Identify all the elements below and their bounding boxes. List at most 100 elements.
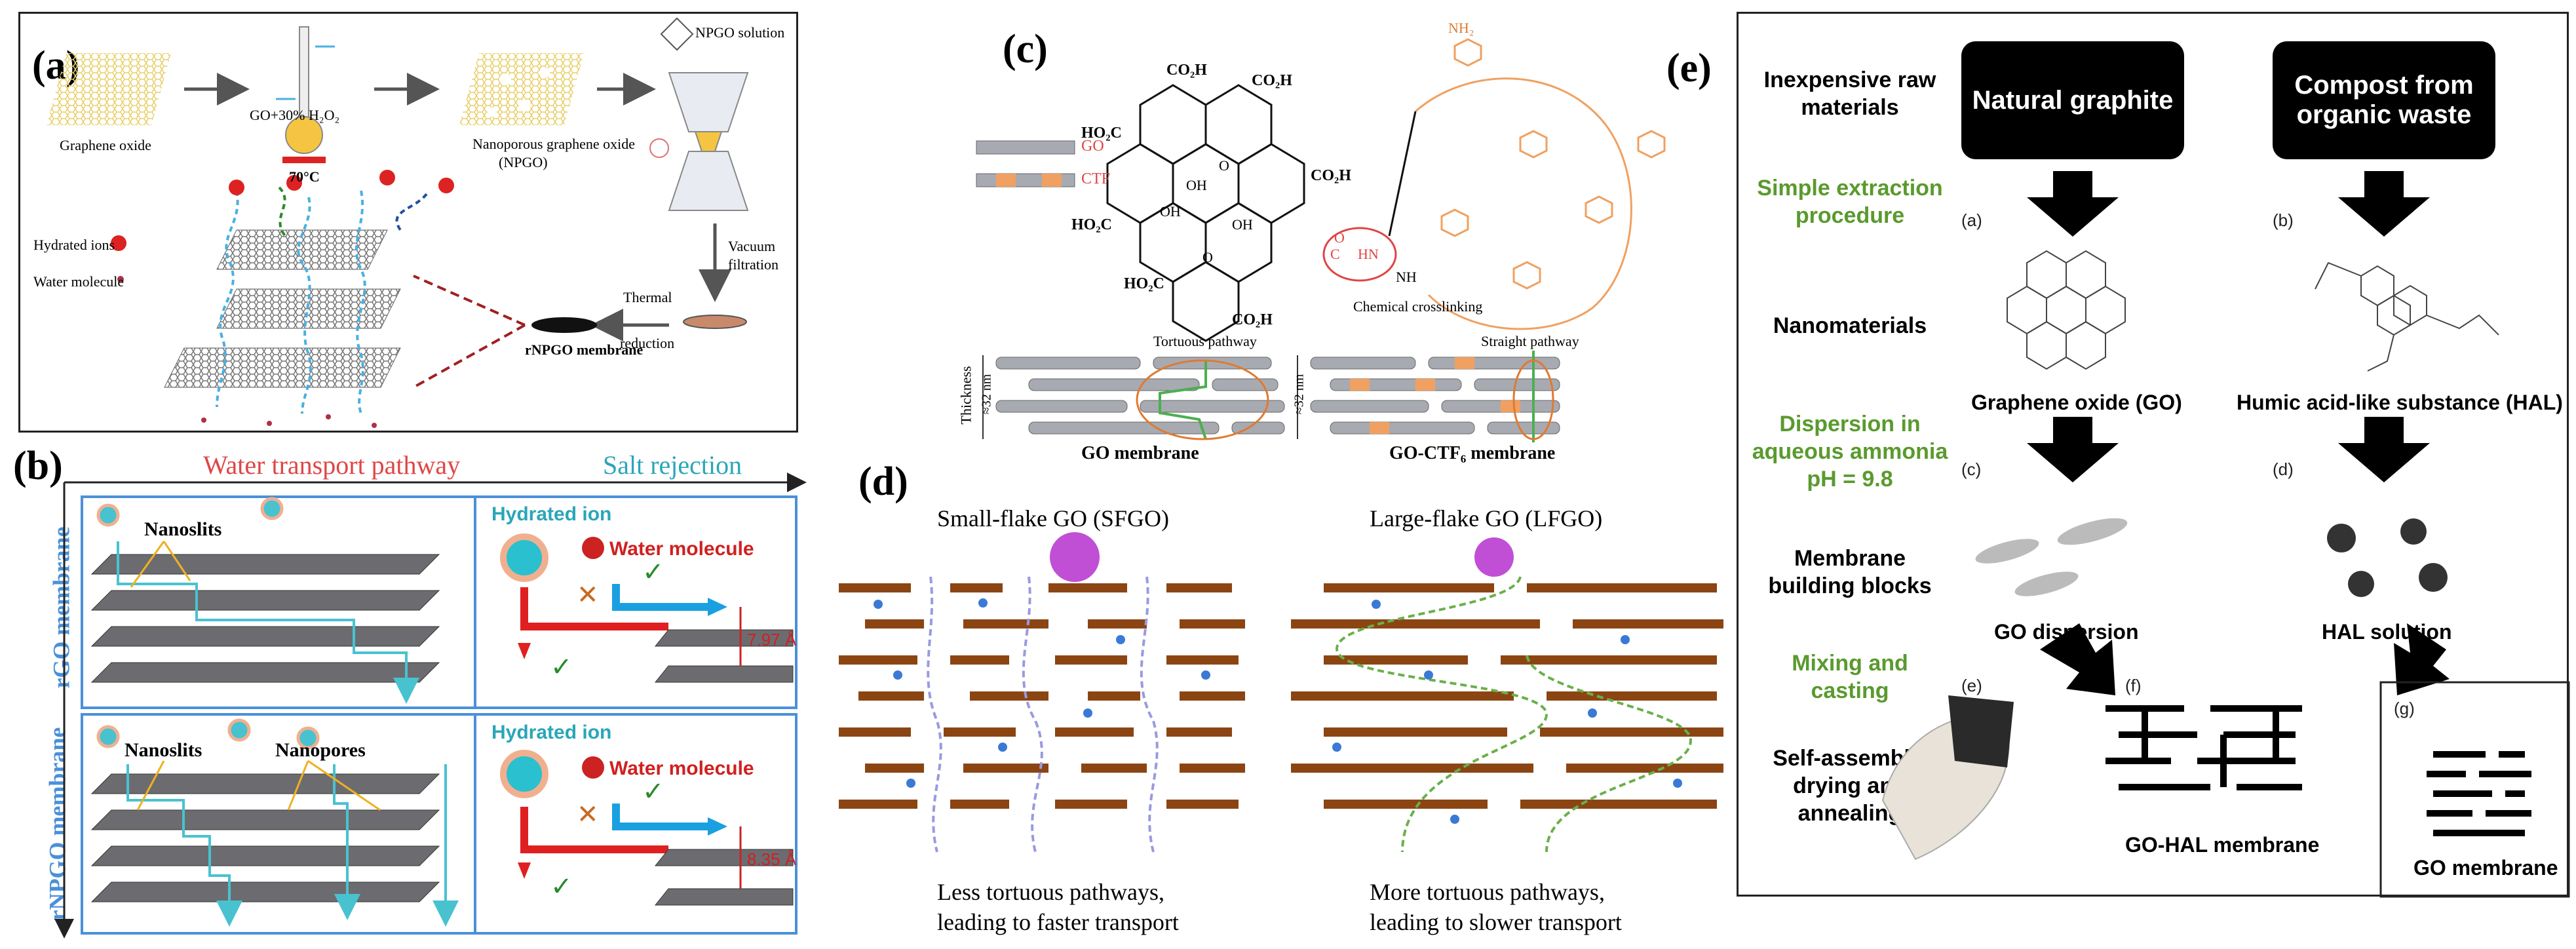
panel-a: (a) xyxy=(18,12,798,433)
hydrated-ion-icon-top xyxy=(500,533,548,582)
ctf-ring xyxy=(1415,38,1666,330)
npgo-solution-label: NPGO solution xyxy=(695,24,785,41)
lfgo-title: Large-flake GO (LFGO) xyxy=(1370,505,1603,532)
legend-ctf: CTF xyxy=(1081,170,1111,187)
sfgo-caption-2: leading to faster transport xyxy=(937,909,1179,935)
go-co2h-right2: CO₂H xyxy=(1311,167,1351,184)
go-membrane-sketch xyxy=(2427,751,2531,836)
panel-d: (d) Small-flake GO (SFGO) Large-flake GO… xyxy=(839,459,1730,944)
water-molecule-icon-top xyxy=(582,537,604,559)
vacuum-label-1: Vacuum xyxy=(728,238,776,254)
sfgo-flakes xyxy=(839,583,1245,809)
water-molecule-bottom-label: Water molecule xyxy=(609,758,754,779)
npgo-label-1: Nanoporous graphene oxide xyxy=(472,136,636,152)
amide-hn: HN xyxy=(1358,246,1379,262)
rnpgo-membrane-disc xyxy=(531,317,597,333)
rnpgo-membrane-label: rNPGO membrane xyxy=(525,341,644,358)
go-membrane-label: GO membrane xyxy=(2413,856,2558,880)
row-extraction: Simple extraction procedure xyxy=(1757,176,1943,228)
panel-b-label: (b) xyxy=(13,444,63,488)
straight-label: Straight pathway xyxy=(1481,333,1579,349)
go-o-2: O xyxy=(1202,249,1213,265)
thickness-label: Thickness xyxy=(957,366,974,425)
go-hal-membrane-sketch xyxy=(2105,705,2302,790)
sub-label-f: (f) xyxy=(2125,676,2142,695)
go-dispersion xyxy=(1975,518,2128,596)
sub-label-b: (b) xyxy=(2273,210,2294,230)
tortuous-label: Tortuous pathway xyxy=(1153,333,1257,349)
compost-box: Compost from organic waste xyxy=(2273,41,2495,159)
row-mixing: Mixing and casting xyxy=(1792,651,1908,703)
go-lattice xyxy=(1106,84,1305,342)
go-ho2c-bottom: HO₂C xyxy=(1124,275,1164,292)
go-membrane-caption: GO membrane xyxy=(1081,443,1199,463)
spacing-top-label: 7.97 Å xyxy=(747,630,797,649)
flask-icon xyxy=(285,116,323,154)
go-co2h-right: CO₂H xyxy=(1252,72,1292,89)
sfgo-caption-1: Less tortuous pathways, xyxy=(937,879,1164,905)
stacked-rnpgo-layers xyxy=(111,170,454,428)
npgo-sheet xyxy=(459,53,584,125)
panel-d-label: (d) xyxy=(858,459,908,504)
row-nanomaterials: Nanomaterials xyxy=(1773,313,1927,338)
crosslinking-label: Chemical crosslinking xyxy=(1353,298,1483,315)
npgo-label-2: (NPGO) xyxy=(499,154,548,170)
lfgo-salt-ion-icon xyxy=(1474,537,1514,577)
nanoslits-bottom-label: Nanoslits xyxy=(125,739,202,761)
sub-label-a: (a) xyxy=(1961,210,1982,230)
salt-rejection-title: Salt rejection xyxy=(603,450,742,480)
thickness-right: ≈32 nm xyxy=(1292,374,1307,415)
row-dispersion: Dispersion in aqueous ammonia pH = 9.8 xyxy=(1752,412,1948,492)
hydrated-ion-top-label: Hydrated ion xyxy=(491,503,612,525)
npgo-solution-vial xyxy=(660,17,694,51)
svg-text:✓: ✓ xyxy=(642,777,664,806)
lfgo-flakes xyxy=(1291,583,1723,809)
amide-o: O xyxy=(1334,229,1345,246)
sub-label-d: (d) xyxy=(2273,459,2294,479)
check-icon: ✓ xyxy=(550,652,573,682)
svg-text:✓: ✓ xyxy=(550,872,573,901)
lfgo-caption-2: leading to slower transport xyxy=(1370,909,1622,935)
water-transport-title: Water transport pathway xyxy=(203,450,461,480)
sub-label-c: (c) xyxy=(1961,459,1982,479)
sub-label-g: (g) xyxy=(2394,699,2415,718)
funnel-icon xyxy=(668,72,749,132)
lfgo-caption-1: More tortuous pathways, xyxy=(1370,879,1605,905)
thermal-label-1: Thermal xyxy=(623,289,672,305)
hal-structure xyxy=(2315,261,2499,372)
water-molecule-top-label: Water molecule xyxy=(609,538,754,560)
natural-graphite-box: Natural graphite xyxy=(1961,41,2184,159)
go-oh-2: OH xyxy=(1160,203,1181,220)
sub-label-e: (e) xyxy=(1961,676,1982,695)
water-molecule-label: Water molecule xyxy=(33,273,125,290)
temperature-label: 70°C xyxy=(289,168,320,185)
hydrated-ion-bottom-label: Hydrated ion xyxy=(491,722,612,743)
hal-name: Humic acid-like substance (HAL) xyxy=(2237,391,2563,414)
panel-c-label: (c) xyxy=(1003,27,1048,71)
panel-b: (b) Water transport pathway Salt rejecti… xyxy=(13,443,807,941)
go-ho2c-left2: HO₂C xyxy=(1071,216,1112,233)
amide-c: C xyxy=(1330,246,1340,262)
panel-c-drawing xyxy=(976,38,1666,442)
go-name: Graphene oxide (GO) xyxy=(1971,391,2182,414)
graphene-oxide-sheet xyxy=(47,53,171,125)
cross-icon: ✕ xyxy=(577,580,599,610)
panel-a-drawing xyxy=(47,17,749,428)
panel-c: (c) xyxy=(944,20,1684,465)
sfgo-salt-ion-icon xyxy=(1050,532,1100,582)
reagents-label: GO+30% H₂O₂ xyxy=(250,107,340,123)
row-building-blocks: Membrane building blocks xyxy=(1768,546,1932,598)
go-o-1: O xyxy=(1219,157,1229,174)
panel-d-drawing xyxy=(839,532,1723,853)
svg-text:✓: ✓ xyxy=(642,557,664,587)
go-hal-membrane-label: GO-HAL membrane xyxy=(2125,833,2320,857)
water-molecule-icon xyxy=(117,276,124,282)
panel-e: (e) Inexpensive raw materials Simple ext… xyxy=(1666,12,2570,898)
membrane-sample xyxy=(1948,695,2014,767)
go-oh-1: OH xyxy=(1186,177,1207,193)
go-dispersion-label: GO dispersion xyxy=(1994,620,2139,644)
thickness-left: ≈32 nm xyxy=(979,374,994,415)
panel-b-drawing: ✕ ✓ ✓ ✕ ✓ ✓ xyxy=(54,473,807,939)
ctf-nh: NH xyxy=(1396,269,1417,285)
vacuum-label-2: filtration xyxy=(728,256,779,273)
